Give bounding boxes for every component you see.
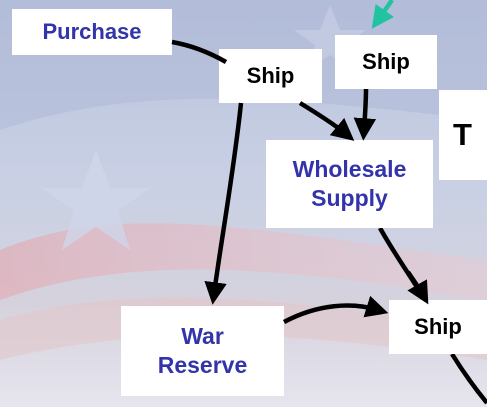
node-wholesale-line1: Wholesale (292, 156, 407, 183)
node-ship-bottom: Ship (389, 300, 487, 354)
node-ship-top-label: Ship (362, 49, 410, 75)
node-war-line1: War (181, 323, 224, 350)
node-ship-middle-label: Ship (246, 63, 295, 89)
node-wholesale-line2: Supply (311, 185, 388, 211)
node-t-label: T (453, 116, 472, 152)
node-ship-bottom-label: Ship (414, 314, 462, 340)
node-wholesale-supply: Wholesale Supply (266, 140, 433, 228)
node-purchase: Purchase (12, 9, 172, 55)
node-war-line2: Reserve (157, 352, 248, 378)
node-purchase-label: Purchase (42, 19, 142, 45)
node-ship-middle: Ship (219, 49, 322, 103)
node-ship-top: Ship (335, 35, 437, 89)
node-war-reserve: War Reserve (121, 306, 284, 396)
node-t-partial: T (439, 90, 487, 180)
